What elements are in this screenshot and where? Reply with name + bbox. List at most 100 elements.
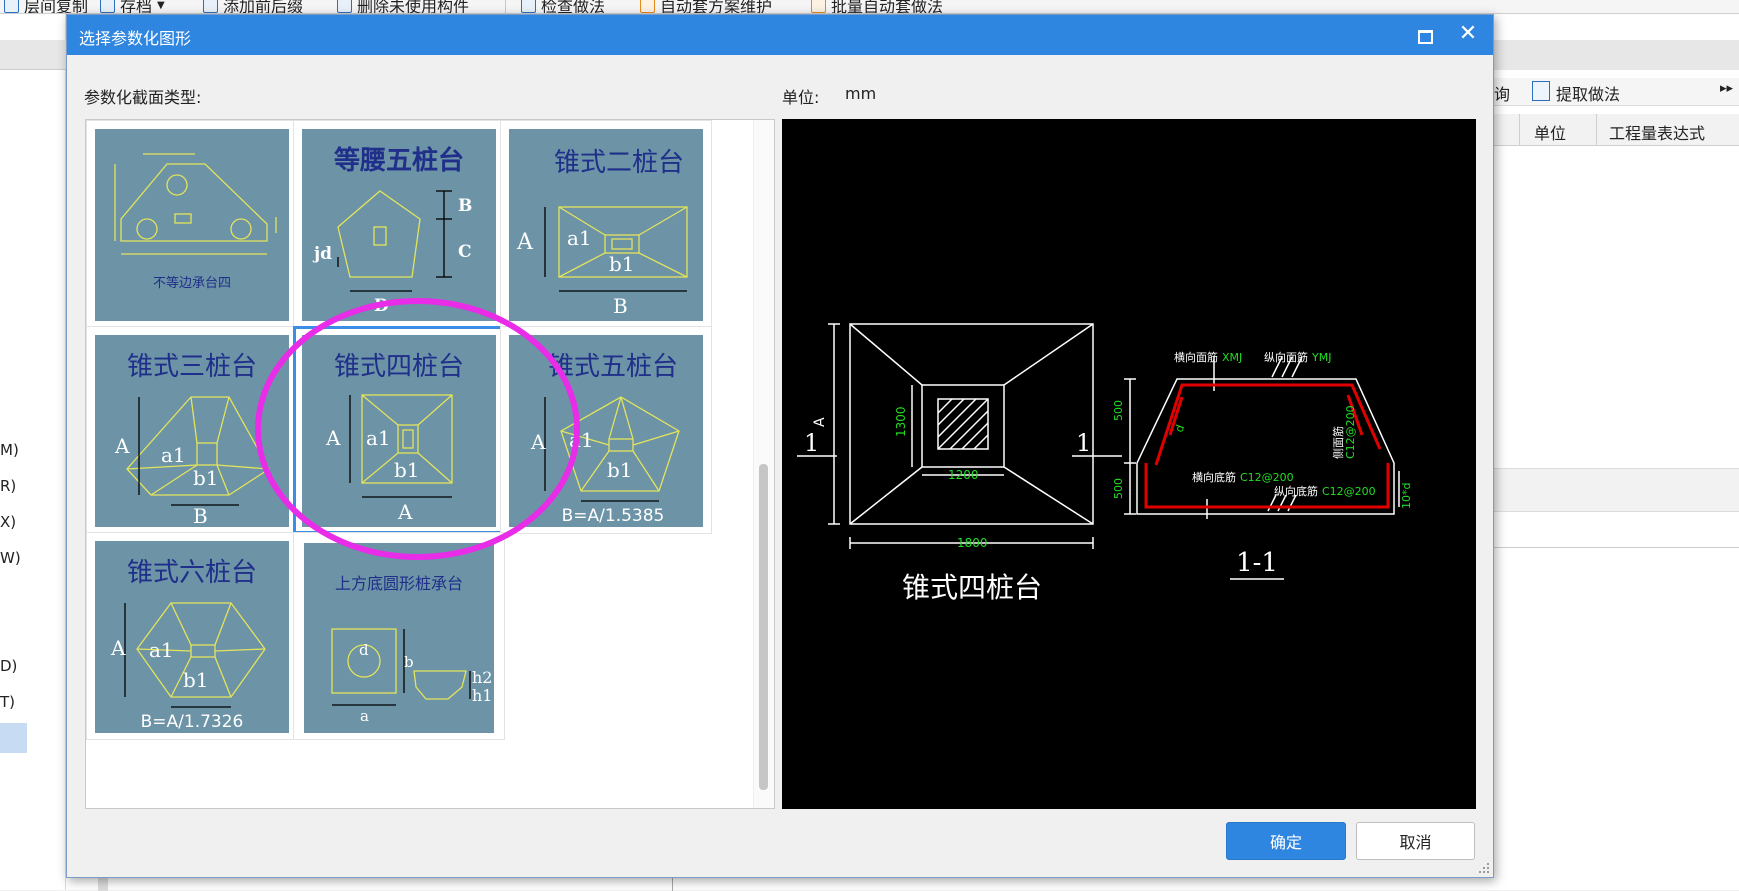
left-key-r[interactable]: R) [0, 477, 17, 495]
shape-thumbnail: 不等边承台四 [95, 129, 289, 321]
more-chevron-icon[interactable]: ▸▸ [1720, 81, 1734, 96]
shape-item-cone-4[interactable]: 锥式四桩台 A a1 b1 A [293, 326, 505, 534]
svg-text:h2: h2 [472, 668, 492, 687]
svg-text:C: C [458, 242, 472, 262]
preview-label-bot-y: 纵向底筋 [1274, 484, 1318, 498]
auto-scheme-icon [640, 0, 655, 13]
svg-text:A: A [397, 500, 413, 524]
svg-text:b: b [404, 653, 414, 671]
extract-method-button[interactable]: 提取做法 [1556, 85, 1621, 104]
background-table-header: 单位 工程量表达式 [1494, 114, 1739, 146]
shape-thumbnail: 锥式三桩台 A a1 b1 B [95, 335, 289, 527]
list-scrollbar-thumb[interactable] [759, 464, 768, 790]
svg-text:B: B [193, 504, 208, 527]
resize-grip-icon[interactable] [1475, 859, 1491, 875]
preview-label-top-x: 横向面筋 [1174, 350, 1218, 364]
left-key-m[interactable]: M) [0, 441, 19, 459]
left-selected-item[interactable] [0, 723, 27, 753]
preview-dim-1800: 1800 [957, 536, 988, 550]
preview-label-bot-x: 横向底筋 [1192, 470, 1236, 484]
preview-section-mark-right: 1 [1076, 429, 1091, 457]
header-divider [1519, 114, 1520, 146]
left-key-t[interactable]: T) [0, 693, 16, 711]
toolbar-batch-auto[interactable]: 批量自动套做法 [811, 0, 944, 14]
close-button[interactable]: ✕ [1457, 21, 1479, 47]
preview-label-top-y: 纵向面筋 [1264, 350, 1308, 364]
toolbar-floor-copy[interactable]: 层间复制 [4, 0, 88, 13]
svg-text:b1: b1 [609, 252, 635, 276]
shape-item-cone-2[interactable]: 锥式二桩台 A a1 b1 B [500, 120, 712, 328]
dropdown-arrow-icon: ▼ [157, 0, 165, 11]
shape-item-cone-6[interactable]: 锥式六桩台 A a1 b1 B=A/1.7326 [86, 532, 298, 740]
preview-section-title: 1-1 [1236, 548, 1278, 578]
svg-text:a1: a1 [567, 226, 592, 250]
ok-button[interactable]: 确定 [1226, 822, 1346, 860]
toolbar-auto-scheme-label: 自动套方案维护 [660, 0, 773, 14]
extract-method-icon [1532, 81, 1550, 101]
left-key-d[interactable]: D) [0, 657, 18, 675]
header-divider [1596, 114, 1597, 146]
toolbar-separator [505, 0, 506, 13]
svg-text:D: D [374, 296, 389, 316]
toolbar-save[interactable]: 存档 ▼ [100, 0, 165, 14]
preview-label-top-x-val: XMJ [1222, 351, 1242, 364]
select-parametric-shape-dialog: 选择参数化图形 ✕ 参数化截面类型: 单位: mm 不等边承台四 [66, 14, 1494, 878]
background-right-band [1494, 468, 1739, 512]
svg-text:A: A [516, 230, 534, 255]
background-right-strip [1494, 40, 1739, 70]
maximize-button[interactable] [1416, 27, 1433, 44]
add-prefix-icon [203, 0, 218, 13]
svg-text:a1: a1 [161, 443, 186, 467]
shape-title-cone-4: 锥式四桩台 [334, 352, 464, 382]
bottom-divider [672, 873, 673, 891]
left-key-x[interactable]: X) [0, 513, 17, 531]
shape-item-cone-3[interactable]: 锥式三桩台 A a1 b1 B [86, 326, 298, 534]
toolbar-add-prefix[interactable]: 添加前后缀 [203, 0, 303, 13]
query-button[interactable]: 询 [1494, 85, 1511, 104]
toolbar-batch-auto-label: 批量自动套做法 [831, 0, 944, 14]
preview-label-d: d [1173, 423, 1188, 434]
header-expression: 工程量表达式 [1609, 124, 1706, 143]
svg-text:B: B [613, 294, 628, 318]
preview-plan-title: 锥式四桩台 [902, 571, 1042, 604]
toolbar-auto-scheme[interactable]: 自动套方案维护 [640, 0, 773, 14]
close-icon: ✕ [1458, 21, 1478, 46]
section-type-label: 参数化截面类型: [84, 88, 202, 107]
preview-dim-10d: 10*d [1400, 483, 1413, 509]
shape-title-isosceles-5: 等腰五桩台 [334, 145, 464, 176]
preview-label-top-y-val: YMJ [1311, 351, 1331, 364]
unit-value: mm [845, 84, 877, 103]
check-method-icon [521, 0, 536, 13]
delete-unused-icon [337, 0, 352, 13]
toolbar-save-label: 存档 [120, 0, 153, 14]
svg-text:A: A [114, 434, 130, 458]
background-right-panel [1494, 14, 1739, 890]
shape-item-cone-5[interactable]: 锥式五桩台 A a1 b1 B=A/1.5385 [500, 326, 712, 534]
cancel-button[interactable]: 取消 [1356, 822, 1475, 860]
svg-text:A: A [325, 426, 341, 450]
toolbar-check-method[interactable]: 检查做法 [521, 0, 606, 14]
svg-text:a1: a1 [366, 426, 391, 450]
svg-text:b1: b1 [394, 458, 420, 482]
shape-item-square-round-cap[interactable]: 上方底圆形桩承台 d b a h2 h1 [293, 532, 505, 740]
preview-dim-500-bottom: 500 [1112, 478, 1125, 499]
preview-label-side: 侧面筋 [1331, 426, 1345, 459]
dialog-title: 选择参数化图形 [79, 29, 192, 48]
svg-text:jd: jd [312, 244, 332, 264]
svg-text:B: B [458, 196, 472, 216]
toolbar-delete-unused[interactable]: 删除未使用构件 [337, 0, 469, 13]
shape-thumbnail: 等腰五桩台 B C jd D [302, 129, 496, 321]
preview-section-mark-left: 1 [804, 429, 819, 457]
left-key-w[interactable]: W) [0, 549, 21, 567]
shape-item-isosceles-5[interactable]: 等腰五桩台 B C jd D [293, 120, 505, 328]
shape-formula-cone-6: B=A/1.7326 [141, 712, 244, 732]
svg-text:b1: b1 [607, 458, 633, 482]
toolbar-check-method-label: 检查做法 [541, 0, 606, 14]
svg-text:b1: b1 [183, 668, 209, 692]
shape-title-unequal-4: 不等边承台四 [153, 275, 231, 291]
shape-item-unequal-cap-4[interactable]: 不等边承台四 [86, 120, 298, 328]
batch-auto-icon [811, 0, 826, 13]
preview-label-bot-x-val: C12@200 [1240, 471, 1294, 484]
dialog-titlebar[interactable]: 选择参数化图形 ✕ [67, 15, 1493, 55]
shape-title-cone-2: 锥式二桩台 [554, 148, 684, 178]
